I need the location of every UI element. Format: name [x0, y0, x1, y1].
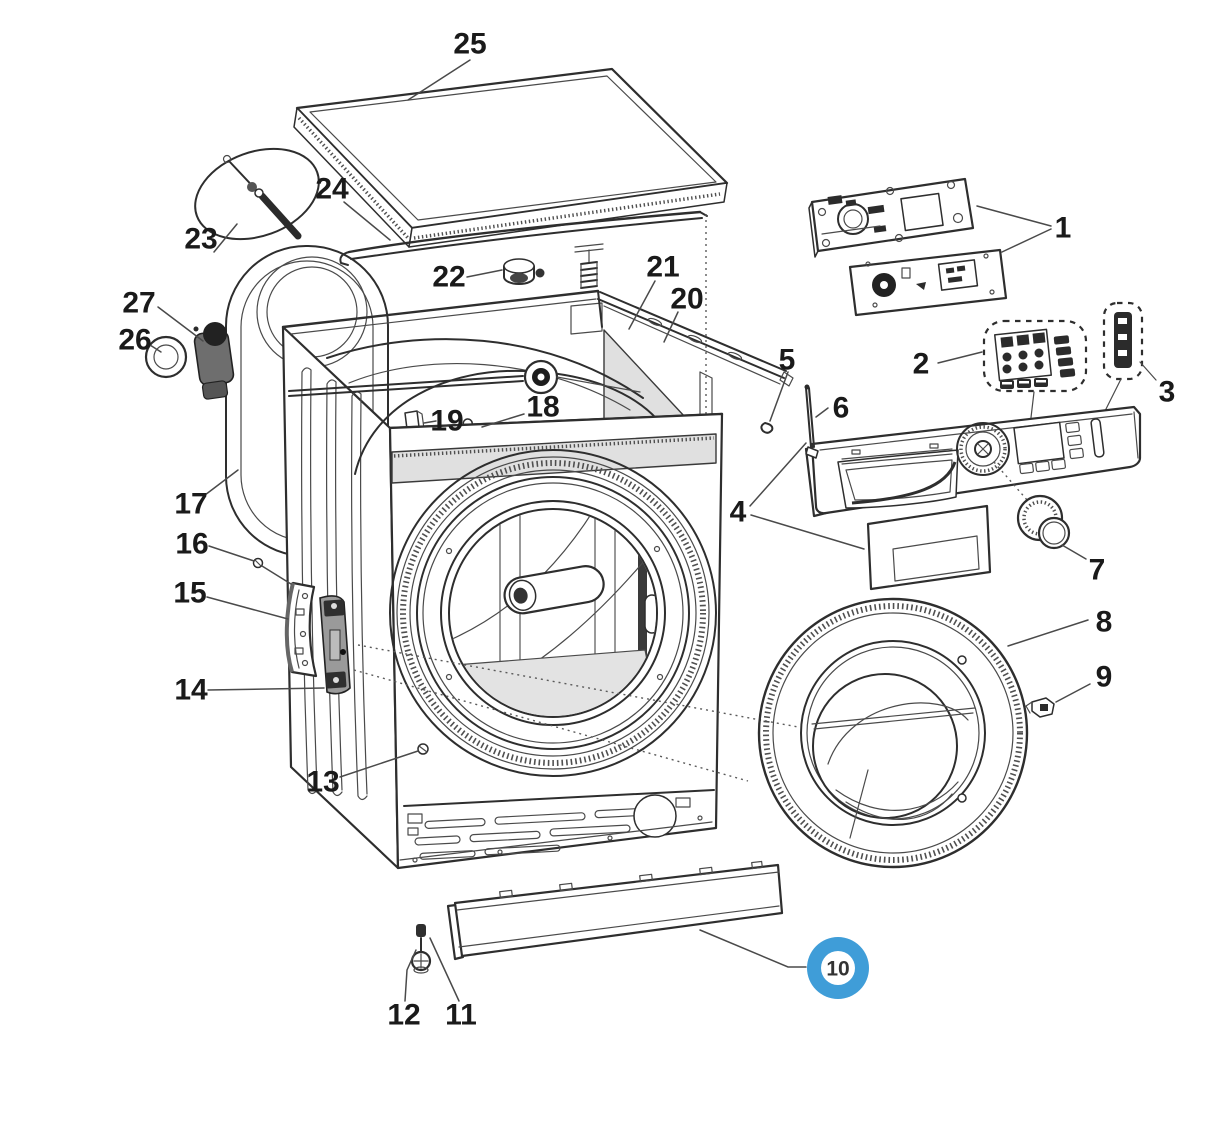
hinge-alignment-dotted-1	[357, 644, 799, 728]
part-label-23: 23	[184, 223, 217, 256]
part-label-26: 26	[118, 324, 151, 357]
highlight-badge[interactable]: 10	[807, 937, 869, 999]
part-label-12: 12	[387, 999, 420, 1032]
part-top-lid	[293, 67, 729, 248]
drum-lifter	[503, 565, 605, 615]
part-door-assembly	[757, 597, 1029, 869]
part-cabinet	[281, 289, 724, 870]
part-label-18: 18	[526, 391, 559, 424]
vent-slots	[399, 794, 713, 863]
part-labels: 1234567891112131415161718192021222324252…	[118, 28, 1175, 1032]
highlight-part-number: 10	[826, 958, 849, 981]
part-rod-6	[804, 384, 819, 459]
leader-lines	[149, 59, 1091, 1002]
part-kick-plate	[446, 860, 784, 961]
part-fill-cap	[503, 258, 545, 285]
part-label-4: 4	[730, 496, 747, 529]
part-screw-12	[410, 937, 432, 974]
part-label-6: 6	[833, 392, 850, 425]
part-knob	[993, 461, 1071, 550]
part-door-hinge-pin	[1025, 697, 1055, 718]
part-label-2: 2	[913, 348, 930, 381]
part-label-25: 25	[453, 28, 486, 61]
part-screw-16	[252, 557, 264, 569]
part-drawer-front	[866, 504, 992, 591]
part-shock-absorber	[194, 147, 320, 241]
part-spring	[570, 243, 604, 335]
part-label-16: 16	[175, 528, 208, 561]
part-hinge-bracket	[284, 581, 318, 678]
hinge-alignment-dotted-2	[353, 669, 749, 782]
highlight-inner-circle	[821, 951, 855, 985]
part-label-15: 15	[173, 577, 206, 610]
part-seal-ring	[144, 335, 188, 379]
part-label-7: 7	[1089, 554, 1106, 587]
part-label-22: 22	[432, 261, 465, 294]
part-cap-11	[416, 924, 426, 937]
part-control-boards	[808, 177, 1008, 317]
part-label-11: 11	[445, 999, 477, 1032]
part-clip-5	[760, 422, 774, 434]
part-label-1: 1	[1055, 212, 1072, 245]
part-label-21: 21	[646, 251, 679, 284]
part-label-27: 27	[122, 287, 155, 320]
part-drain-pump	[193, 322, 235, 400]
part-label-20: 20	[670, 283, 703, 316]
part-control-fascia	[804, 405, 1142, 518]
part-side-rail	[597, 291, 794, 387]
part-label-13: 13	[306, 766, 339, 799]
part-label-17: 17	[174, 488, 207, 521]
part-label-24: 24	[315, 173, 349, 206]
part-label-14: 14	[174, 674, 208, 707]
part-button-pack	[982, 319, 1088, 427]
part-screw-13	[417, 743, 429, 755]
part-door-hinge	[319, 595, 351, 695]
part-label-9: 9	[1096, 661, 1113, 694]
part-label-3: 3	[1159, 376, 1176, 409]
part-button-strip	[1100, 301, 1157, 420]
part-label-8: 8	[1096, 606, 1113, 639]
part-label-5: 5	[779, 344, 796, 377]
part-label-19: 19	[430, 405, 463, 438]
